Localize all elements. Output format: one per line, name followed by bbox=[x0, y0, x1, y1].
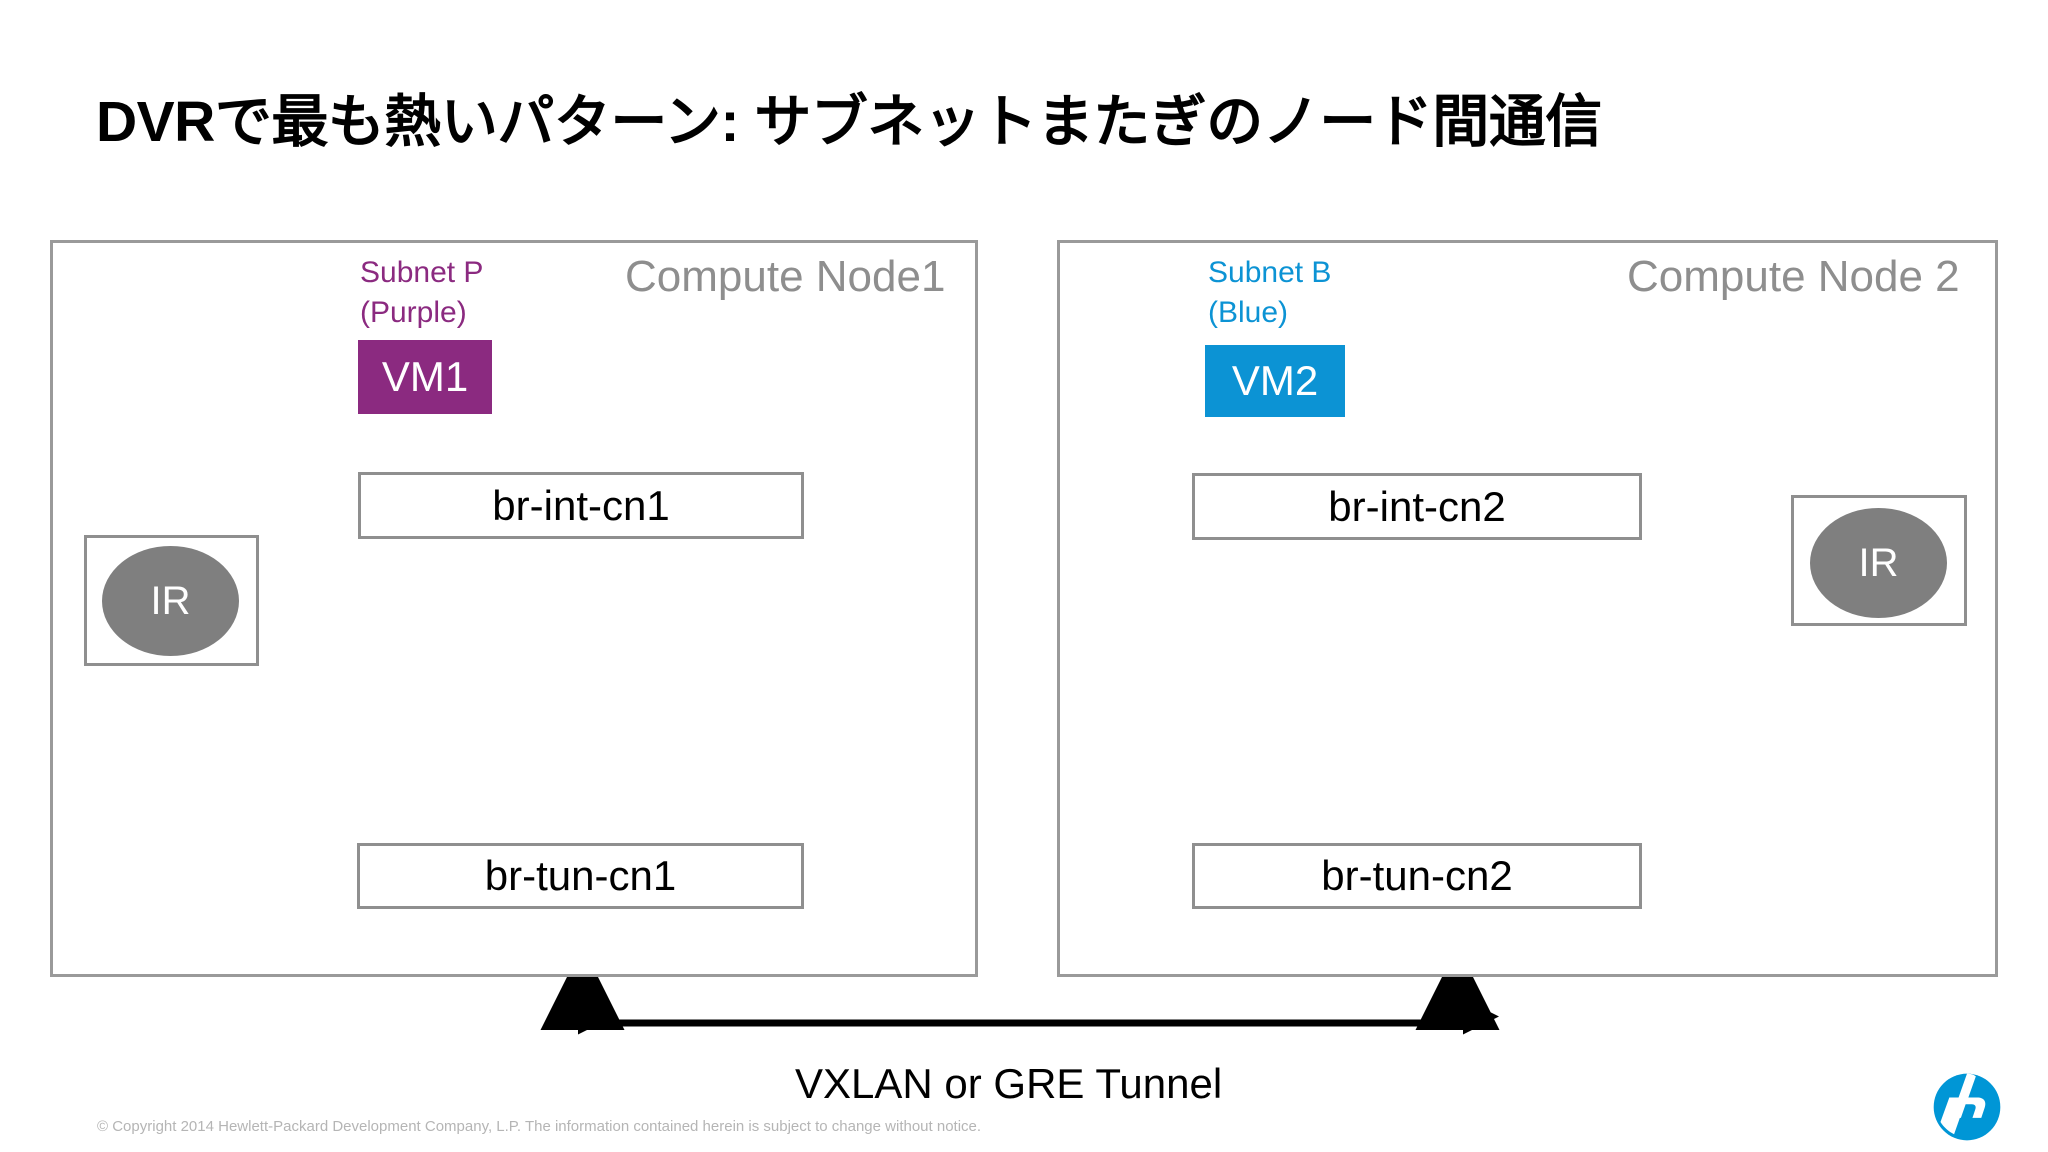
vm1-box[interactable]: VM1 bbox=[358, 340, 492, 414]
subnet-p-line2: (Purple) bbox=[360, 296, 467, 329]
vm1-label: VM1 bbox=[381, 353, 469, 400]
ir-router-1-oval[interactable]: IR bbox=[102, 546, 239, 656]
subnet-p-line1: Subnet P bbox=[360, 256, 484, 289]
br-tun-cn1-label: br-tun-cn1 bbox=[484, 852, 677, 899]
br-int-cn1-box[interactable]: br-int-cn1 bbox=[358, 472, 804, 539]
tunnel-label: VXLAN or GRE Tunnel bbox=[795, 1060, 1223, 1107]
page-title: DVRで最も熱いパターン: サブネットまたぎのノード間通信 bbox=[96, 90, 1602, 154]
compute-node-2-title: Compute Node 2 bbox=[1627, 252, 1960, 301]
ir-router-1-label: IR bbox=[150, 578, 191, 623]
br-tun-cn2-box[interactable]: br-tun-cn2 bbox=[1192, 843, 1642, 909]
br-tun-cn1-box[interactable]: br-tun-cn1 bbox=[357, 843, 804, 909]
br-tun-cn2-label: br-tun-cn2 bbox=[1321, 852, 1513, 899]
ir-router-2-label: IR bbox=[1858, 540, 1899, 585]
ir-router-2-oval[interactable]: IR bbox=[1810, 508, 1947, 618]
subnet-b-label: Subnet B (Blue) bbox=[1208, 253, 1331, 333]
hp-logo-wordmark bbox=[1940, 1073, 1986, 1135]
hp-logo bbox=[1933, 1073, 2001, 1141]
br-int-cn2-box[interactable]: br-int-cn2 bbox=[1192, 473, 1642, 540]
footer-copyright: © Copyright 2014 Hewlett-Packard Develop… bbox=[97, 1118, 982, 1135]
vm2-box[interactable]: VM2 bbox=[1205, 345, 1345, 417]
subnet-p-label: Subnet P (Purple) bbox=[360, 253, 483, 333]
compute-node-1-title: Compute Node1 bbox=[625, 252, 946, 301]
br-int-cn2-label: br-int-cn2 bbox=[1328, 482, 1506, 530]
subnet-b-line2: (Blue) bbox=[1208, 296, 1289, 329]
br-int-cn1-label: br-int-cn1 bbox=[492, 481, 670, 529]
vm2-label: VM2 bbox=[1231, 357, 1319, 404]
subnet-b-line1: Subnet B bbox=[1208, 256, 1332, 289]
